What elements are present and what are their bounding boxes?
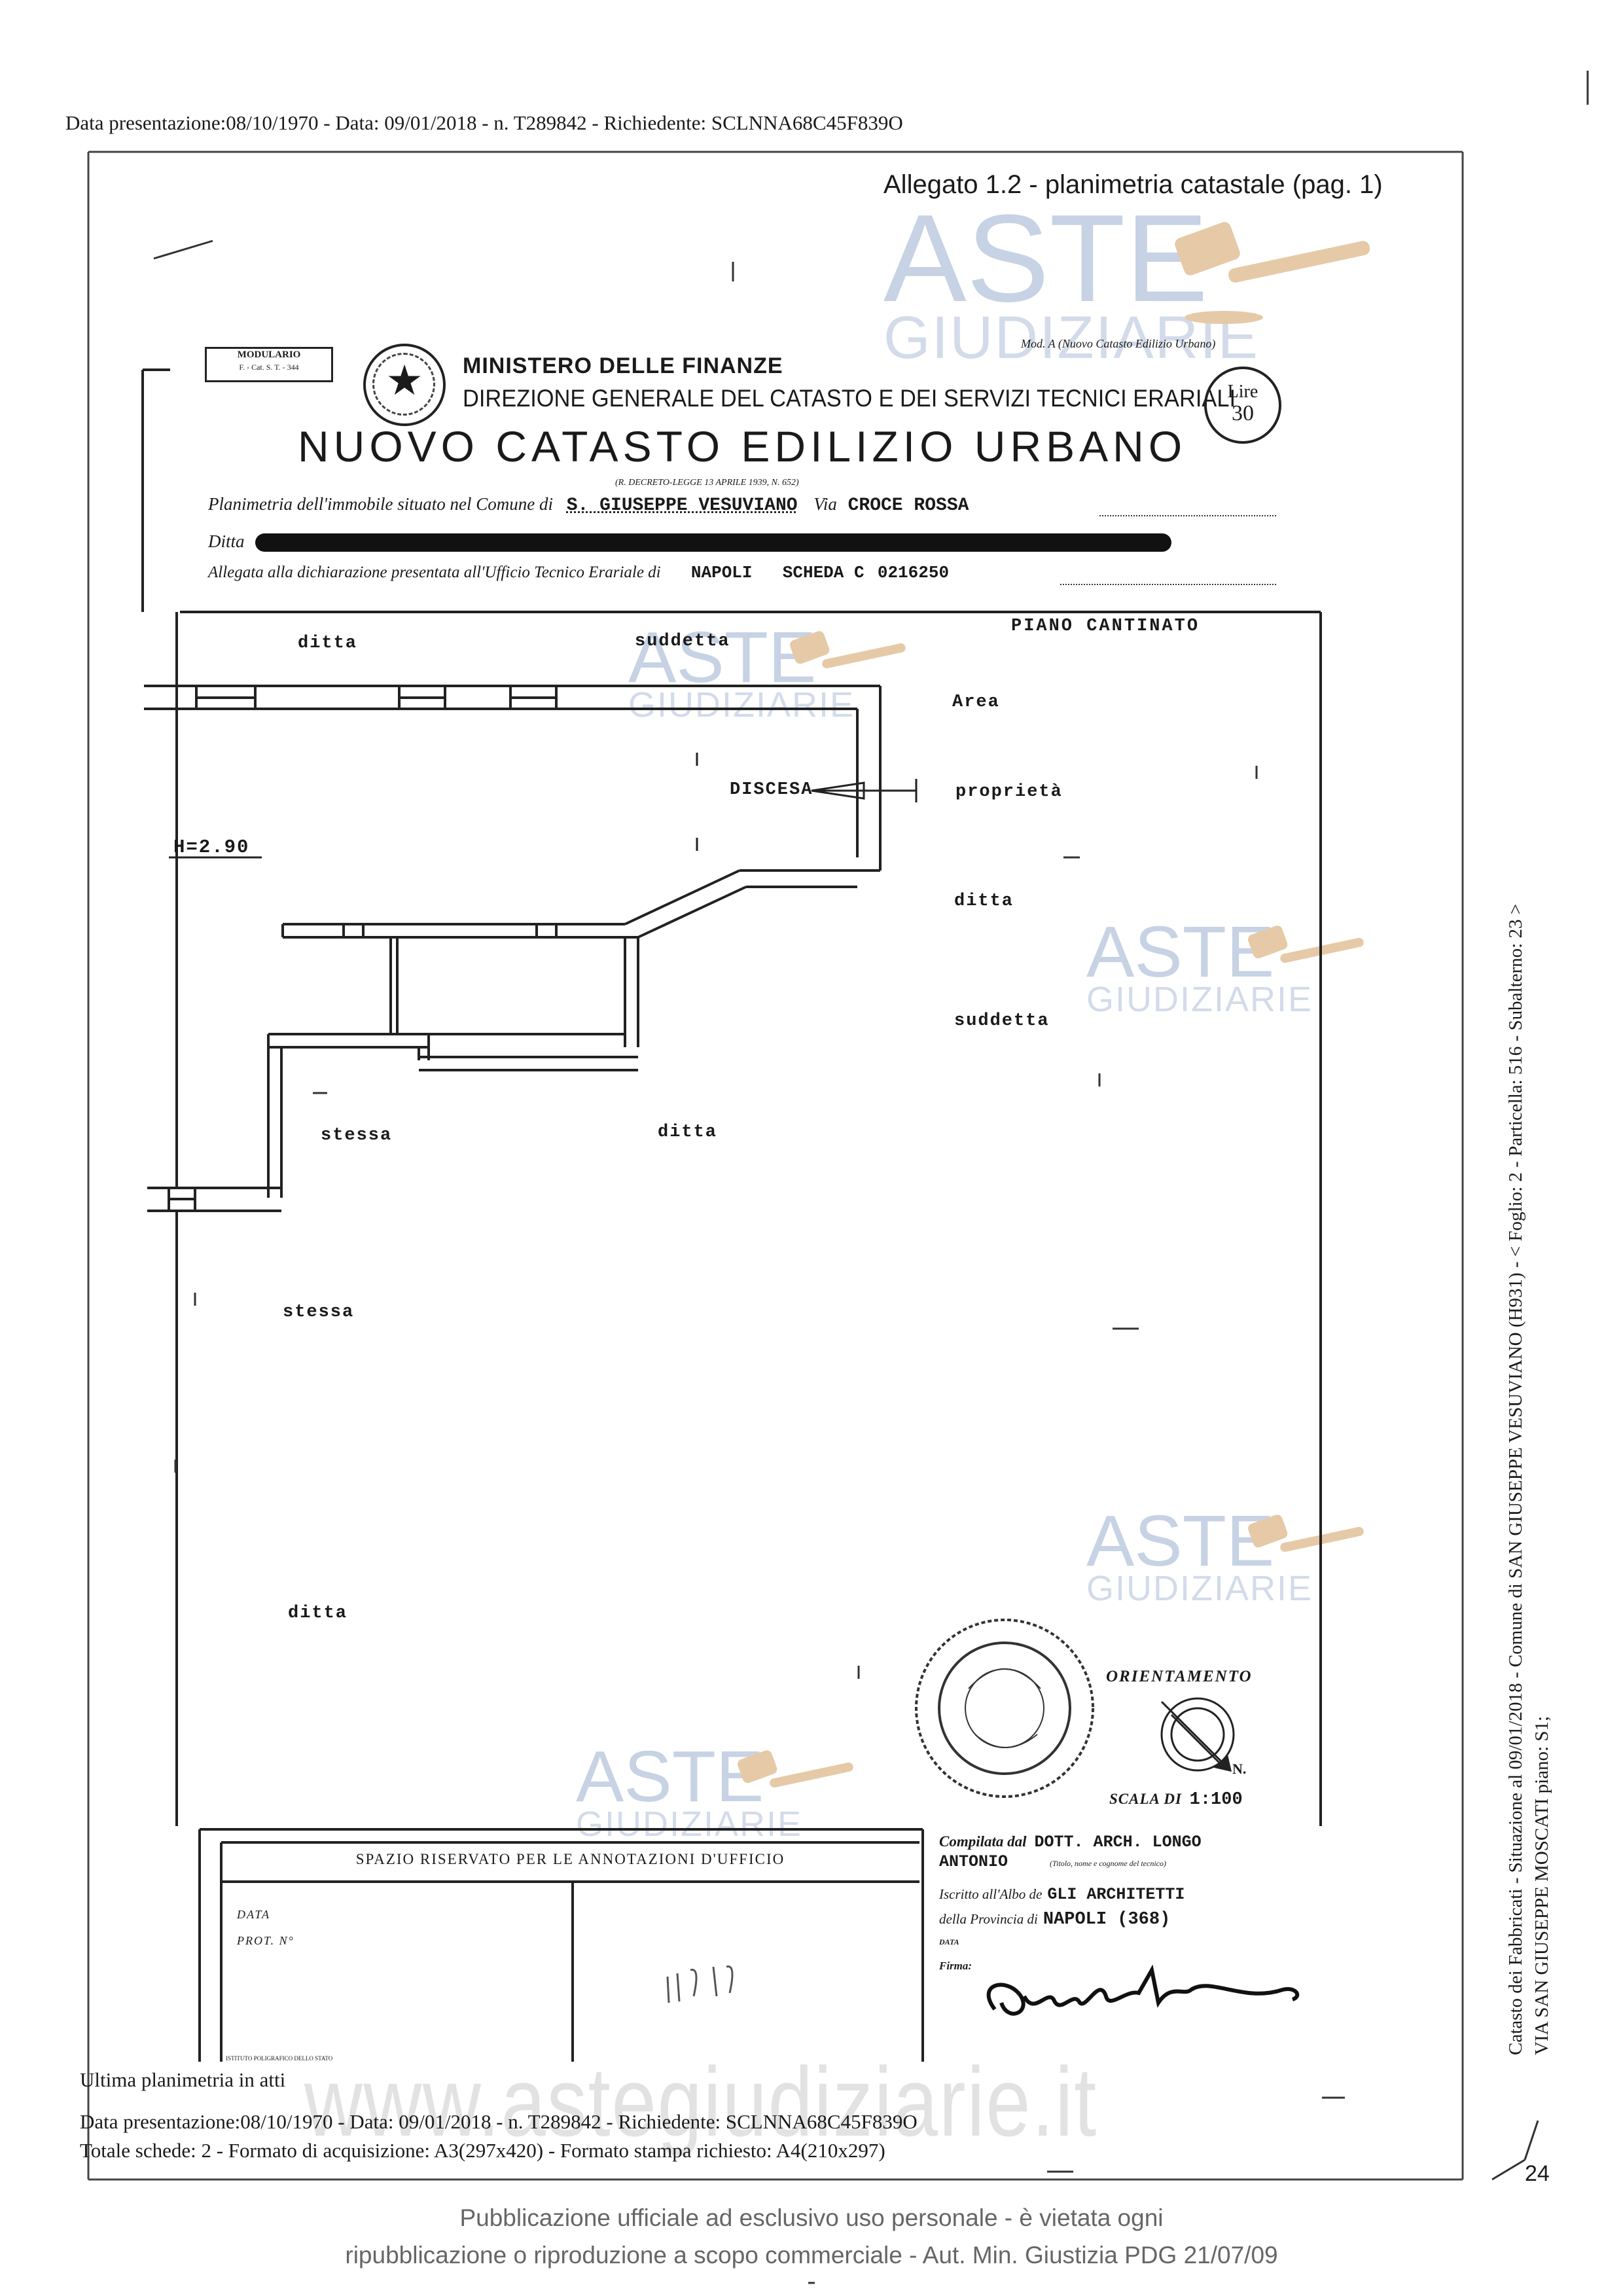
office-data-label: DATA (237, 1908, 270, 1921)
ditta-label: Ditta (208, 531, 245, 551)
form-row-ufficio: Allegata alla dichiarazione presentata a… (208, 563, 949, 583)
floor-label: PIANO CANTINATO (1011, 617, 1200, 636)
watermark-5: ASTE GIUDIZIARIE (576, 1741, 903, 1852)
compiler-block: Compilata dal DOTT. ARCH. LONGO ANTONIO … (939, 1833, 1306, 1979)
row1-dots (1099, 515, 1276, 516)
plan-label-proprieta: proprietà (955, 782, 1063, 802)
watermark-3: ASTE GIUDIZIARIE (1086, 916, 1414, 1028)
stamp-lire: Lire 30 (1204, 367, 1281, 444)
watermark-2: ASTE GIUDIZIARIE (628, 622, 955, 733)
via-label: Via (813, 494, 837, 514)
scheda-label: SCHEDA C (782, 563, 865, 583)
watermark-url: www.astegiudiziarie.it (304, 2047, 1097, 2157)
compilata-label: Compilata dal (939, 1833, 1027, 1850)
watermark-brand: ASTE (628, 617, 817, 698)
plan-label-height: H=2.90 (173, 836, 250, 858)
comune-label: Planimetria dell'immobile situato nel Co… (208, 494, 553, 514)
watermark-4: ASTE GIUDIZIARIE (1086, 1505, 1414, 1617)
firma-label: Firma: (939, 1960, 972, 1972)
plan-label-area: Area (952, 692, 1000, 712)
plan-label-suddetta-top: suddetta (635, 632, 730, 651)
side-text-2: VIA SAN GIUSEPPE MOSCATI piano: S1; (1531, 1715, 1552, 2055)
notice-line-2: ripubblicazione o riproduzione a scopo c… (345, 2242, 1278, 2269)
ufficio-value: NAPOLI (690, 563, 753, 583)
watermark-brand: ASTE (883, 189, 1209, 328)
signature-mark (986, 1964, 1300, 2016)
scale-label: SCALA DI (1109, 1791, 1182, 1807)
watermark-sub: GIUDIZIARIE (576, 1804, 803, 1844)
office-print-credit: ISTITUTO POLIGRAFICO DELLO STATO (226, 2055, 333, 2062)
orientation-label: ORIENTAMENTO (1106, 1668, 1253, 1685)
watermark-brand: ASTE (1086, 1501, 1275, 1581)
north-letter: N. (1232, 1761, 1247, 1777)
plan-label-suddetta-right: suddetta (954, 1011, 1050, 1031)
row3-dots (1060, 584, 1276, 585)
compiler-data-label: DATA (939, 1937, 959, 1946)
modulario-code: F. - Cat. S. T. - 344 (239, 363, 299, 372)
footer-ultima: Ultima planimetria in atti (80, 2068, 286, 2091)
office-box-title: SPAZIO RISERVATO PER LE ANNOTAZIONI D'UF… (355, 1851, 785, 1867)
form-row-comune: Planimetria dell'immobile situato nel Co… (208, 494, 1275, 520)
watermark-top: ASTE GIUDIZIARIE (877, 196, 1400, 393)
direction-name: DIREZIONE GENERALE DEL CATASTO E DEI SER… (463, 385, 1236, 412)
stamp-lire-value: 30 (1232, 401, 1254, 425)
plan-label-stessa-2: stessa (283, 1302, 355, 1322)
plan-label-ditta-top: ditta (298, 634, 358, 653)
side-text-1: Catasto dei Fabbricati - Situazione al 0… (1505, 903, 1526, 2055)
plan-label-ditta-mid: ditta (658, 1122, 718, 1142)
notice-line-1: Pubblicazione ufficiale ad esclusivo uso… (459, 2204, 1164, 2231)
compilata-value-2: ANTONIO (939, 1852, 1008, 1871)
ufficio-label: Allegata alla dichiarazione presentata a… (208, 564, 661, 581)
plan-label-stessa-1: stessa (321, 1126, 393, 1145)
plan-label-ditta-bottom: ditta (288, 1604, 348, 1623)
watermark-brand: ASTE (1086, 912, 1275, 992)
scale-block: SCALA DI 1:100 (1109, 1790, 1243, 1810)
via-value: CROCE ROSSA (847, 495, 969, 516)
watermark-sub: GIUDIZIARIE (1086, 1569, 1313, 1608)
gavel-icon (1175, 222, 1370, 324)
page-number: 24 (1525, 2161, 1550, 2186)
modulario-box: MODULARIO F. - Cat. S. T. - 344 (205, 347, 333, 382)
state-emblem-icon: ★ (363, 344, 446, 426)
allegato-title: Allegato 1.2 - planimetria catastale (pa… (883, 170, 1383, 199)
scheda-value: 0216250 (877, 563, 950, 583)
provincia-value: NAPOLI (368) (1043, 1910, 1171, 1929)
header-line: Data presentazione:08/10/1970 - Data: 09… (65, 111, 903, 134)
ministry-name: MINISTERO DELLE FINANZE (463, 353, 783, 378)
form-title: NUOVO CATASTO EDILIZIO URBANO (298, 422, 1187, 471)
watermark-brand: ASTE (576, 1736, 764, 1817)
provincia-label: della Provincia di (939, 1911, 1038, 1927)
modulario-label: MODULARIO (237, 350, 301, 360)
compilata-hint: (Titolo, nome e cognome del tecnico) (1050, 1859, 1166, 1868)
compilata-value: DOTT. ARCH. LONGO (1034, 1833, 1202, 1852)
office-prot-label: PROT. N° (237, 1934, 294, 1947)
plan-label-discesa: DISCESA (730, 780, 813, 800)
footer-line-2: Totale schede: 2 - Formato di acquisizio… (80, 2139, 885, 2162)
comune-value: S. GIUSEPPE VESUVIANO (566, 495, 798, 516)
stamp-lire-label: Lire (1227, 382, 1258, 402)
iscritto-value: GLI ARCHITETTI (1047, 1885, 1185, 1904)
ditta-redaction (255, 533, 1171, 552)
mod-reference: Mod. A (Nuovo Catasto Edilizio Urbano) (1021, 337, 1216, 350)
compass-icon (1160, 1697, 1235, 1772)
footer-line-1: Data presentazione:08/10/1970 - Data: 09… (80, 2110, 918, 2133)
iscritto-label: Iscritto all'Albo de (939, 1886, 1043, 1902)
decree-ref: (R. DECRETO-LEGGE 13 APRILE 1939, N. 652… (615, 478, 799, 488)
watermark-sub: GIUDIZIARIE (1086, 980, 1313, 1019)
plan-label-ditta-right: ditta (954, 891, 1014, 911)
gavel-icon (738, 1750, 853, 1788)
watermark-sub: GIUDIZIARIE (628, 685, 855, 725)
scale-value: 1:100 (1189, 1790, 1243, 1810)
gavel-icon (790, 631, 906, 669)
